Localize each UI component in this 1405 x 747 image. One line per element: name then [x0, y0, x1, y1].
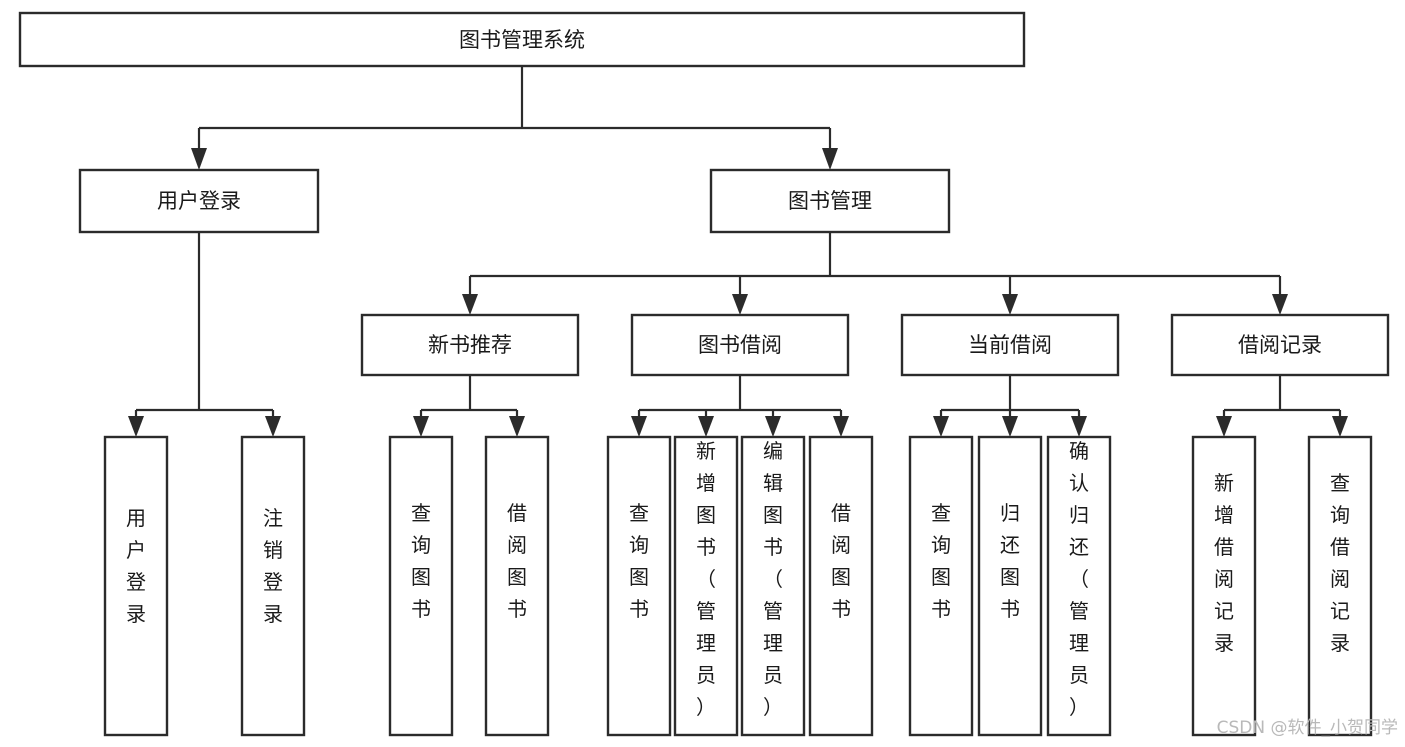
arrowhead-leaf-c1: [933, 416, 949, 437]
leaf-box-bb-query-book: [606, 435, 672, 737]
leaf-node[interactable]: 确认归还（管理员）: [1046, 435, 1112, 737]
arrowhead-leaf-b1: [631, 416, 647, 437]
leaf-box-nb-borrow-book: [484, 435, 550, 737]
arrowhead-leaf-b2: [698, 416, 714, 437]
leaf-box-cb-return-book: [977, 435, 1043, 737]
node-book-management-box: [709, 168, 951, 234]
leaf-box-bb-add-book: [673, 435, 739, 737]
leaf-node[interactable]: 查询借阅记录: [1307, 435, 1373, 737]
leaf-box-user-login: [103, 435, 169, 737]
node-root-label: 图书管理系统: [459, 28, 585, 52]
leaf-box-logout: [240, 435, 306, 737]
leaf-node[interactable]: 查询图书: [606, 435, 672, 737]
leaf-node[interactable]: 新增借阅记录: [1191, 435, 1257, 737]
leaf-node[interactable]: 归还图书: [977, 435, 1043, 737]
leaf-label-bb-add-book: 新增图书（管理员）: [696, 439, 716, 719]
leaf-box-bb-borrow-book: [808, 435, 874, 737]
node-user-login-label: 用户登录: [157, 189, 241, 213]
connector-group-borrow-record-leaves: [1216, 375, 1348, 437]
connector-group-new-book-leaves: [413, 375, 525, 437]
leaf-label-br-query-record: 查询借阅记录: [1330, 471, 1350, 655]
connector-group-book-borrow-leaves: [631, 375, 849, 437]
arrowhead-leaf-n1: [413, 416, 429, 437]
arrowhead-leaf-b3: [765, 416, 781, 437]
connector-group-root-to-level2: [191, 66, 838, 170]
node-book-borrow[interactable]: 图书借阅: [630, 313, 850, 377]
connector-group-user-login-leaves: [128, 232, 281, 437]
leaf-label-logout: 注销登录: [263, 506, 283, 626]
arrowhead-borrow-record: [1272, 294, 1288, 315]
node-user-login[interactable]: 用户登录: [78, 168, 320, 234]
node-book-management-label: 图书管理: [788, 189, 872, 213]
node-new-book-recommend-label: 新书推荐: [428, 333, 512, 357]
node-book-management[interactable]: 图书管理: [709, 168, 951, 234]
arrowhead-leaf-n2: [509, 416, 525, 437]
node-current-borrow-label: 当前借阅: [968, 333, 1052, 357]
arrowhead-book-mgmt: [822, 148, 838, 170]
arrowhead-leaf-r1: [1216, 416, 1232, 437]
node-user-login-box: [78, 168, 320, 234]
arrowhead-leaf-c3: [1071, 416, 1087, 437]
leaf-node[interactable]: 新增图书（管理员）: [673, 435, 739, 737]
node-borrow-record-label: 借阅记录: [1238, 333, 1322, 357]
arrowhead-current-borrow: [1002, 294, 1018, 315]
leaf-box-nb-query-book: [388, 435, 454, 737]
node-borrow-record-box: [1170, 313, 1390, 377]
leaf-box-cb-confirm-return: [1046, 435, 1112, 737]
leaf-box-br-query-record: [1307, 435, 1373, 737]
node-root[interactable]: 图书管理系统: [18, 11, 1026, 68]
leaf-node[interactable]: 用户登录: [103, 435, 169, 737]
arrowhead-leaf-u2: [265, 416, 281, 437]
leaf-box-cb-query-book: [908, 435, 974, 737]
leaf-node[interactable]: 注销登录: [240, 435, 306, 737]
arrowhead-new-book: [462, 294, 478, 315]
leaf-label-nb-borrow-book: 借阅图书: [507, 501, 527, 621]
leaf-label-cb-confirm-return: 确认归还（管理员）: [1069, 439, 1089, 719]
leaf-label-br-add-record: 新增借阅记录: [1214, 471, 1234, 655]
node-book-borrow-box: [630, 313, 850, 377]
node-book-borrow-label: 图书借阅: [698, 333, 782, 357]
leaf-node[interactable]: 查询图书: [908, 435, 974, 737]
leaf-label-bb-edit-book: 编辑图书（管理员）: [763, 439, 783, 719]
leaf-node[interactable]: 编辑图书（管理员）: [740, 435, 806, 737]
arrowhead-leaf-r2: [1332, 416, 1348, 437]
leaf-label-bb-query-book: 查询图书: [629, 501, 649, 621]
leaf-node[interactable]: 查询图书: [388, 435, 454, 737]
node-current-borrow-box: [900, 313, 1120, 377]
arrowhead-book-borrow: [732, 294, 748, 315]
leaf-box-br-add-record: [1191, 435, 1257, 737]
csdn-watermark: CSDN @软件_小贺同学: [1217, 718, 1398, 738]
leaf-label-nb-query-book: 查询图书: [411, 501, 431, 621]
leaf-node[interactable]: 借阅图书: [808, 435, 874, 737]
leaf-label-user-login: 用户登录: [126, 506, 146, 626]
node-root-box: [18, 11, 1026, 68]
connector-group-current-borrow-leaves: [933, 375, 1087, 437]
arrowhead-leaf-c2: [1002, 416, 1018, 437]
arrowhead-leaf-b4: [833, 416, 849, 437]
node-borrow-record[interactable]: 借阅记录: [1170, 313, 1390, 377]
leaf-box-bb-edit-book: [740, 435, 806, 737]
arrowhead-leaf-u1: [128, 416, 144, 437]
leaf-label-bb-borrow-book: 借阅图书: [831, 501, 851, 621]
leaf-node[interactable]: 借阅图书: [484, 435, 550, 737]
leaf-label-cb-return-book: 归还图书: [1000, 501, 1020, 621]
connector-group-book-mgmt-to-level3: [462, 232, 1288, 315]
node-new-book-recommend[interactable]: 新书推荐: [360, 313, 580, 377]
arrowhead-user-login: [191, 148, 207, 170]
node-new-book-recommend-box: [360, 313, 580, 377]
leaf-label-cb-query-book: 查询图书: [931, 501, 951, 621]
node-current-borrow[interactable]: 当前借阅: [900, 313, 1120, 377]
